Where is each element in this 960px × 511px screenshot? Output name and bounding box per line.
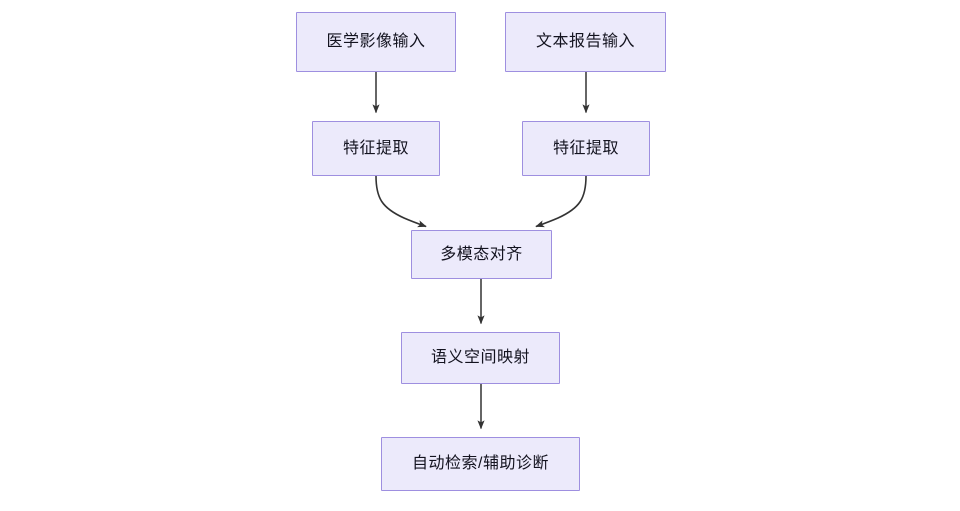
node-multimodal-alignment[interactable]: 多模态对齐 (411, 230, 552, 279)
edge-featureimage-to-alignment (375, 175, 427, 228)
node-image-input-label: 医学影像输入 (326, 33, 426, 50)
node-feature-extraction-image-label: 特征提取 (342, 139, 409, 157)
node-feature-extraction-text-label: 特征提取 (552, 139, 619, 157)
node-semantic-space-mapping-label: 语义空间映射 (430, 349, 530, 366)
node-multimodal-alignment-label: 多模态对齐 (440, 245, 523, 263)
node-auto-retrieval-diagnosis-label: 自动检索/辅助诊断 (412, 455, 549, 472)
node-text-input[interactable]: 文本报告输入 (505, 12, 666, 72)
node-semantic-space-mapping[interactable]: 语义空间映射 (401, 332, 560, 384)
node-image-input[interactable]: 医学影像输入 (296, 12, 456, 72)
node-feature-extraction-text[interactable]: 特征提取 (522, 121, 650, 176)
node-feature-extraction-image[interactable]: 特征提取 (312, 121, 440, 176)
edge-featuretext-to-alignment (535, 175, 587, 228)
node-text-input-label: 文本报告输入 (535, 33, 635, 50)
node-auto-retrieval-diagnosis[interactable]: 自动检索/辅助诊断 (381, 437, 580, 491)
